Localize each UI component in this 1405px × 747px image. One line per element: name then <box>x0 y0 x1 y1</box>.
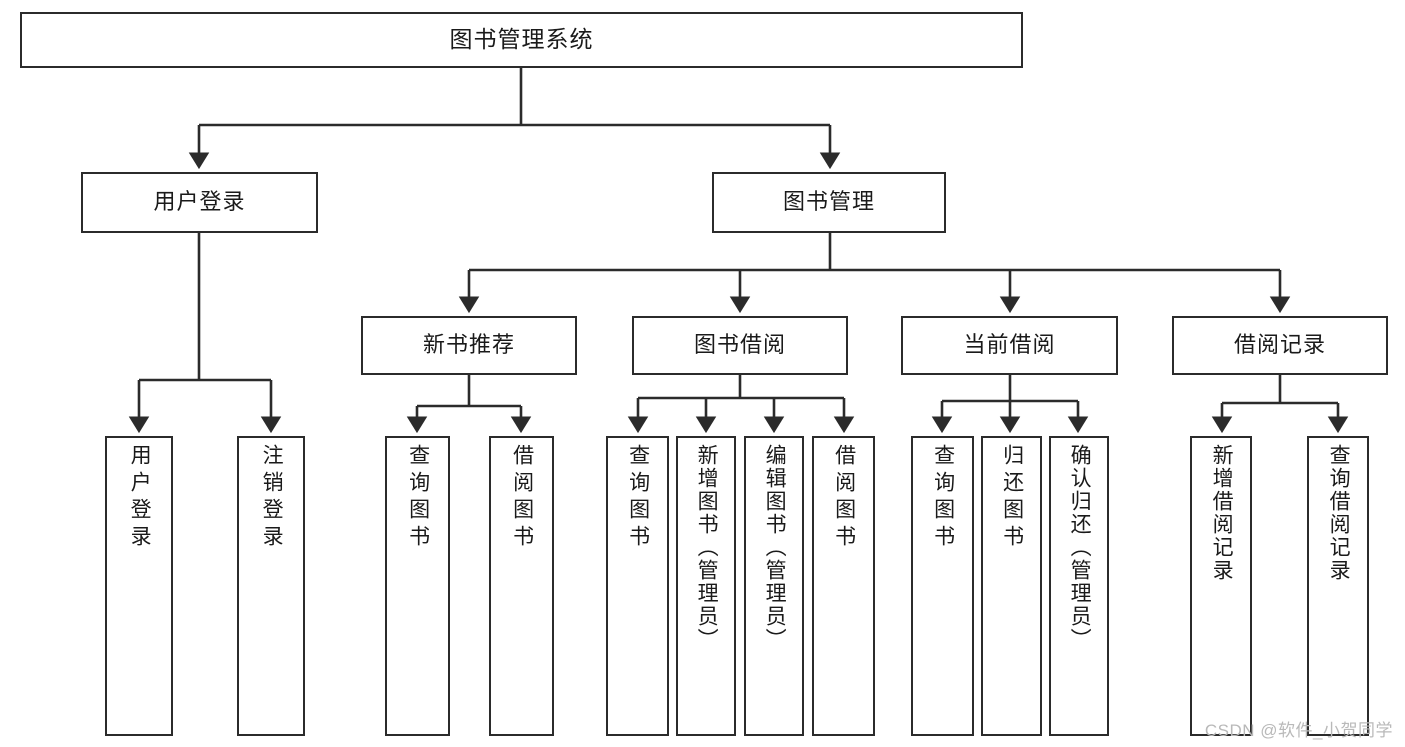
leaf-confirm-return[interactable]: 确认归还（管理员） <box>1049 436 1109 736</box>
node-new-book-recommend[interactable]: 新书推荐 <box>361 316 577 375</box>
leaf-edit-book[interactable]: 编辑图书（管理员） <box>744 436 804 736</box>
leaf-query-book-2[interactable]: 查询图书 <box>606 436 669 736</box>
leaf-query-record[interactable]: 查询借阅记录 <box>1307 436 1369 736</box>
leaf-borrow-book-1-label: 借阅图书 <box>510 444 534 552</box>
leaf-query-book-2-label: 查询图书 <box>626 444 650 552</box>
node-root-system-label: 图书管理系统 <box>449 26 594 53</box>
leaf-borrow-book-2[interactable]: 借阅图书 <box>812 436 875 736</box>
leaf-query-book-1-label: 查询图书 <box>406 444 430 552</box>
node-book-manage[interactable]: 图书管理 <box>712 172 946 233</box>
node-borrow-record-label: 借阅记录 <box>1233 332 1326 358</box>
leaf-query-record-label: 查询借阅记录 <box>1327 444 1351 582</box>
leaf-borrow-book-2-label: 借阅图书 <box>832 444 856 552</box>
leaf-user-logout-label: 注销登录 <box>260 444 284 552</box>
node-current-borrow-label: 当前借阅 <box>963 332 1056 358</box>
leaf-edit-book-label: 编辑图书（管理员） <box>763 444 787 651</box>
node-book-manage-label: 图书管理 <box>782 189 875 215</box>
leaf-query-book-3-label: 查询图书 <box>931 444 955 552</box>
leaf-borrow-book-1[interactable]: 借阅图书 <box>489 436 554 736</box>
node-current-borrow[interactable]: 当前借阅 <box>901 316 1118 375</box>
leaf-query-book-1[interactable]: 查询图书 <box>385 436 450 736</box>
node-borrow-record[interactable]: 借阅记录 <box>1172 316 1388 375</box>
leaf-user-logout[interactable]: 注销登录 <box>237 436 305 736</box>
node-user-login[interactable]: 用户登录 <box>81 172 318 233</box>
leaf-user-login-label: 用户登录 <box>128 444 152 552</box>
node-book-borrow-label: 图书借阅 <box>693 332 786 358</box>
leaf-add-book[interactable]: 新增图书（管理员） <box>676 436 736 736</box>
node-new-book-recommend-label: 新书推荐 <box>422 332 515 358</box>
node-book-borrow[interactable]: 图书借阅 <box>632 316 848 375</box>
leaf-confirm-return-label: 确认归还（管理员） <box>1068 444 1092 651</box>
leaf-query-book-3[interactable]: 查询图书 <box>911 436 974 736</box>
leaf-return-book[interactable]: 归还图书 <box>981 436 1042 736</box>
csdn-watermark: CSDN @软件_小贺同学 <box>1204 721 1393 740</box>
node-root-system[interactable]: 图书管理系统 <box>20 12 1023 68</box>
leaf-user-login[interactable]: 用户登录 <box>105 436 173 736</box>
leaf-add-book-label: 新增图书（管理员） <box>695 444 719 651</box>
leaf-add-record-label: 新增借阅记录 <box>1210 444 1234 582</box>
leaf-add-record[interactable]: 新增借阅记录 <box>1190 436 1252 736</box>
leaf-return-book-label: 归还图书 <box>1000 444 1024 552</box>
node-user-login-label: 用户登录 <box>153 189 246 215</box>
